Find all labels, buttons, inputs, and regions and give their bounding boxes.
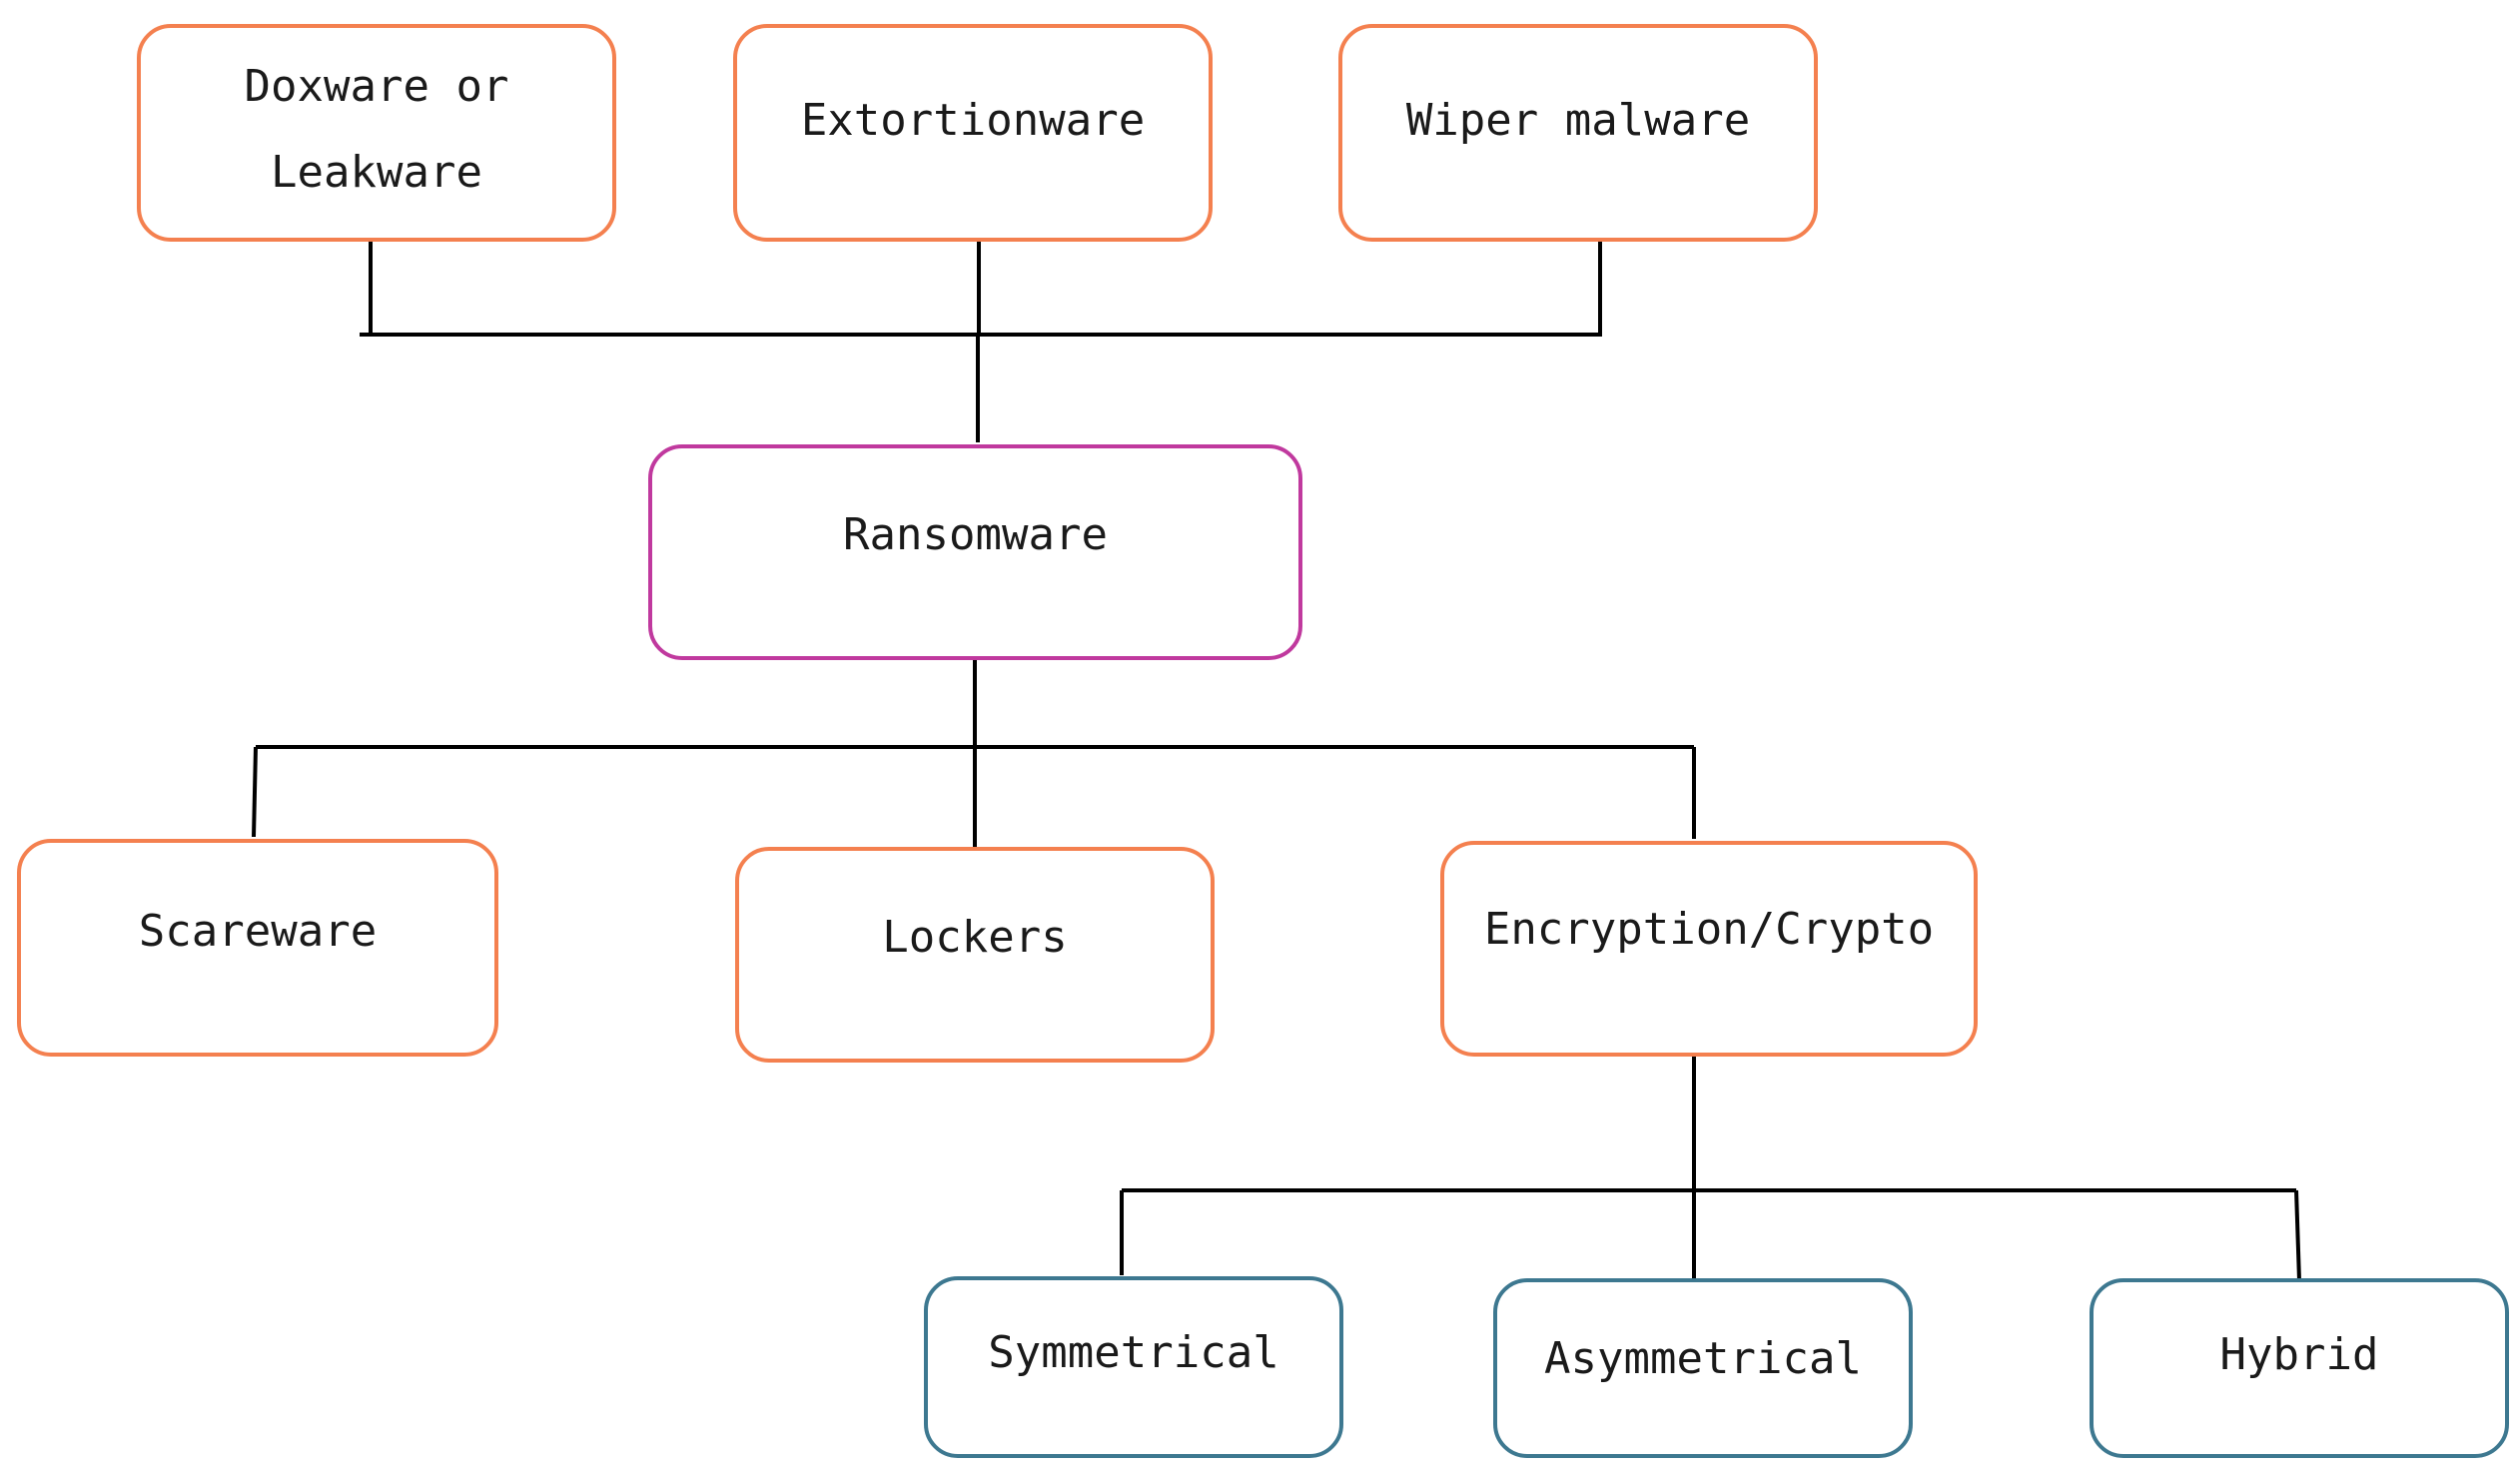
node-asymmetrical: Asymmetrical xyxy=(1493,1278,1913,1458)
node-symmetrical: Symmetrical xyxy=(924,1276,1343,1458)
node-label: Asymmetrical xyxy=(1544,1333,1862,1384)
node-label: Encryption/Crypto xyxy=(1483,904,1935,955)
node-label: Hybrid xyxy=(2219,1329,2379,1380)
node-label: Extortionware xyxy=(800,95,1146,146)
node-label-line1: Doxware or xyxy=(244,61,509,112)
node-wiper-malware: Wiper malware xyxy=(1338,24,1818,242)
node-doxware-leakware: Doxware or Leakware xyxy=(137,24,616,242)
node-hybrid: Hybrid xyxy=(2090,1278,2509,1458)
node-ransomware: Ransomware xyxy=(648,444,1302,660)
node-label: Lockers xyxy=(882,912,1068,963)
connector-hybrid xyxy=(2294,1189,2301,1281)
node-lockers: Lockers xyxy=(735,847,1215,1063)
node-label-line2: Leakware xyxy=(271,147,482,198)
node-extortionware: Extortionware xyxy=(733,24,1213,242)
node-label: Scareware xyxy=(138,906,378,957)
node-scareware: Scareware xyxy=(17,839,498,1057)
node-encryption-crypto: Encryption/Crypto xyxy=(1440,841,1978,1057)
node-label: Wiper malware xyxy=(1405,95,1751,146)
node-label: Ransomware xyxy=(843,509,1108,560)
connector-scareware xyxy=(252,746,258,838)
node-label: Symmetrical xyxy=(988,1327,1279,1378)
